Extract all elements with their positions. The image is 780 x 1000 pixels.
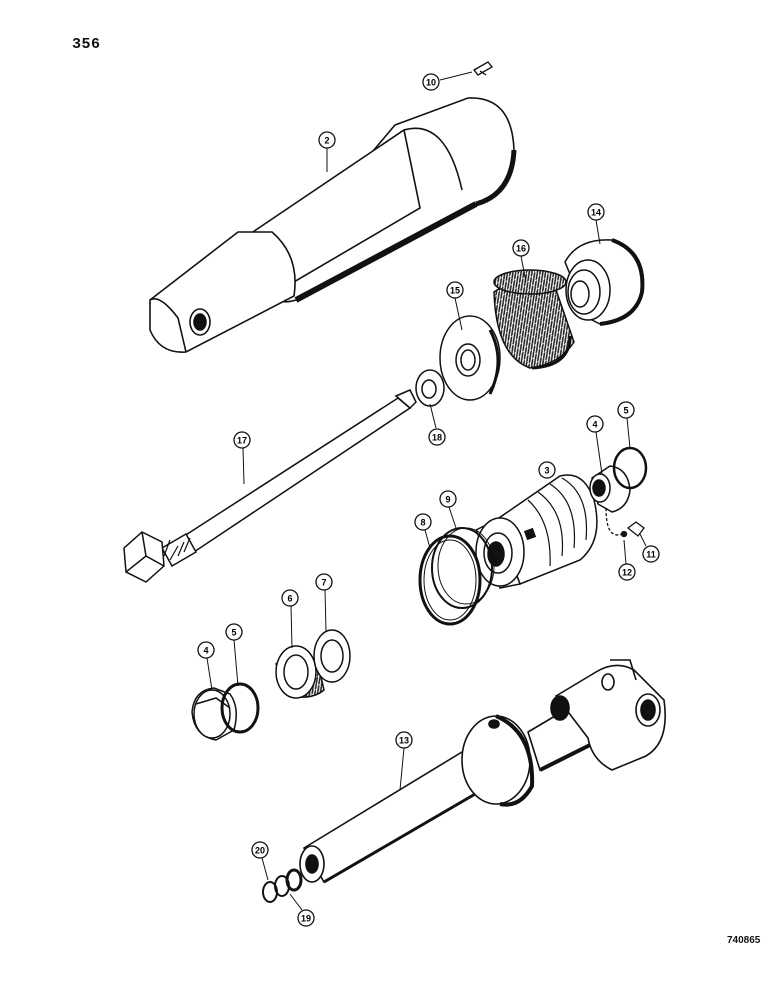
callout-15: 15 [446,281,464,299]
callout-circle [197,641,215,659]
callout-label: 2 [324,136,329,146]
callout-4a: 4 [586,415,604,433]
callout-label: 4 [203,646,208,656]
page-number: 356 [72,36,101,53]
part-11-12-set-screw [605,507,645,538]
callout-11: 11 [642,545,660,563]
part-4-lock-nut-upper [589,465,631,513]
callout-circle [225,623,243,641]
part-10-screw [473,61,493,76]
callout-circle [439,490,457,508]
callout-label: 6 [287,594,292,604]
callout-6: 6 [281,589,299,607]
callout-4b: 4 [197,641,215,659]
callout-12: 12 [618,563,636,581]
part-5-o-ring-lower [220,682,260,734]
callout-17: 17 [233,431,251,449]
callout-18: 18 [428,428,446,446]
part-18-washer [415,369,445,407]
callout-label: 11 [646,550,656,560]
callout-circle [315,573,333,591]
callout-group: 2 3 4 4 5 5 6 7 8 9 10 11 12 13 14 15 16 17 18 19 20 [197,73,660,927]
callout-circle [297,909,315,927]
callout-label: 14 [591,208,601,218]
callout-circle [251,841,269,859]
callout-9: 9 [439,490,457,508]
callout-circle [281,589,299,607]
callout-label: 19 [301,914,311,924]
callout-circle [446,281,464,299]
part-19-20-seals [262,868,303,903]
callout-circle [587,203,605,221]
part-9-backup-ring [431,527,495,609]
callout-circle [233,431,251,449]
part-7-washer [313,629,351,683]
callout-label: 18 [432,433,442,443]
callout-5a: 5 [617,401,635,419]
callout-circle [318,131,336,149]
part-15-washer [439,315,501,401]
callout-label: 5 [231,628,236,638]
callout-14: 14 [587,203,605,221]
figure-code: 740865 [727,935,761,946]
callout-circle [618,563,636,581]
callout-circle [428,428,446,446]
part-16-packing [493,269,575,370]
part-13-piston-rod [299,659,666,884]
callout-circle [586,415,604,433]
callout-label: 17 [237,436,247,446]
part-14-cap [564,238,645,326]
part-4-lock-nut-lower [191,687,237,741]
callout-circle [617,401,635,419]
callout-8: 8 [414,513,432,531]
callout-label: 12 [622,568,632,578]
callout-circle [538,461,556,479]
callout-label: 3 [544,466,549,476]
part-3-piston [475,474,598,589]
callout-label: 9 [445,495,450,505]
callout-label: 4 [592,420,597,430]
callout-13: 13 [395,731,413,749]
callout-circle [395,731,413,749]
part-8-o-ring [418,534,482,626]
part-2-cylinder-barrel [149,97,517,353]
callout-circle [422,73,440,91]
callout-circle [512,239,530,257]
callout-label: 10 [426,78,436,88]
callout-5b: 5 [225,623,243,641]
callout-3: 3 [538,461,556,479]
leader-lines [206,71,647,911]
callout-20: 20 [251,841,269,859]
callout-7: 7 [315,573,333,591]
callout-label: 5 [623,406,628,416]
part-6-bushing [275,645,325,699]
callout-label: 20 [255,846,265,856]
callout-16: 16 [512,239,530,257]
callout-circle [414,513,432,531]
callout-circle [642,545,660,563]
callout-10: 10 [422,73,440,91]
callout-label: 7 [321,578,326,588]
callout-2: 2 [318,131,336,149]
callout-label: 8 [420,518,425,528]
part-17-tie-rod [123,389,417,583]
callout-19: 19 [297,909,315,927]
callout-label: 16 [516,244,526,254]
callout-label: 15 [450,286,460,296]
callout-label: 13 [399,736,409,746]
